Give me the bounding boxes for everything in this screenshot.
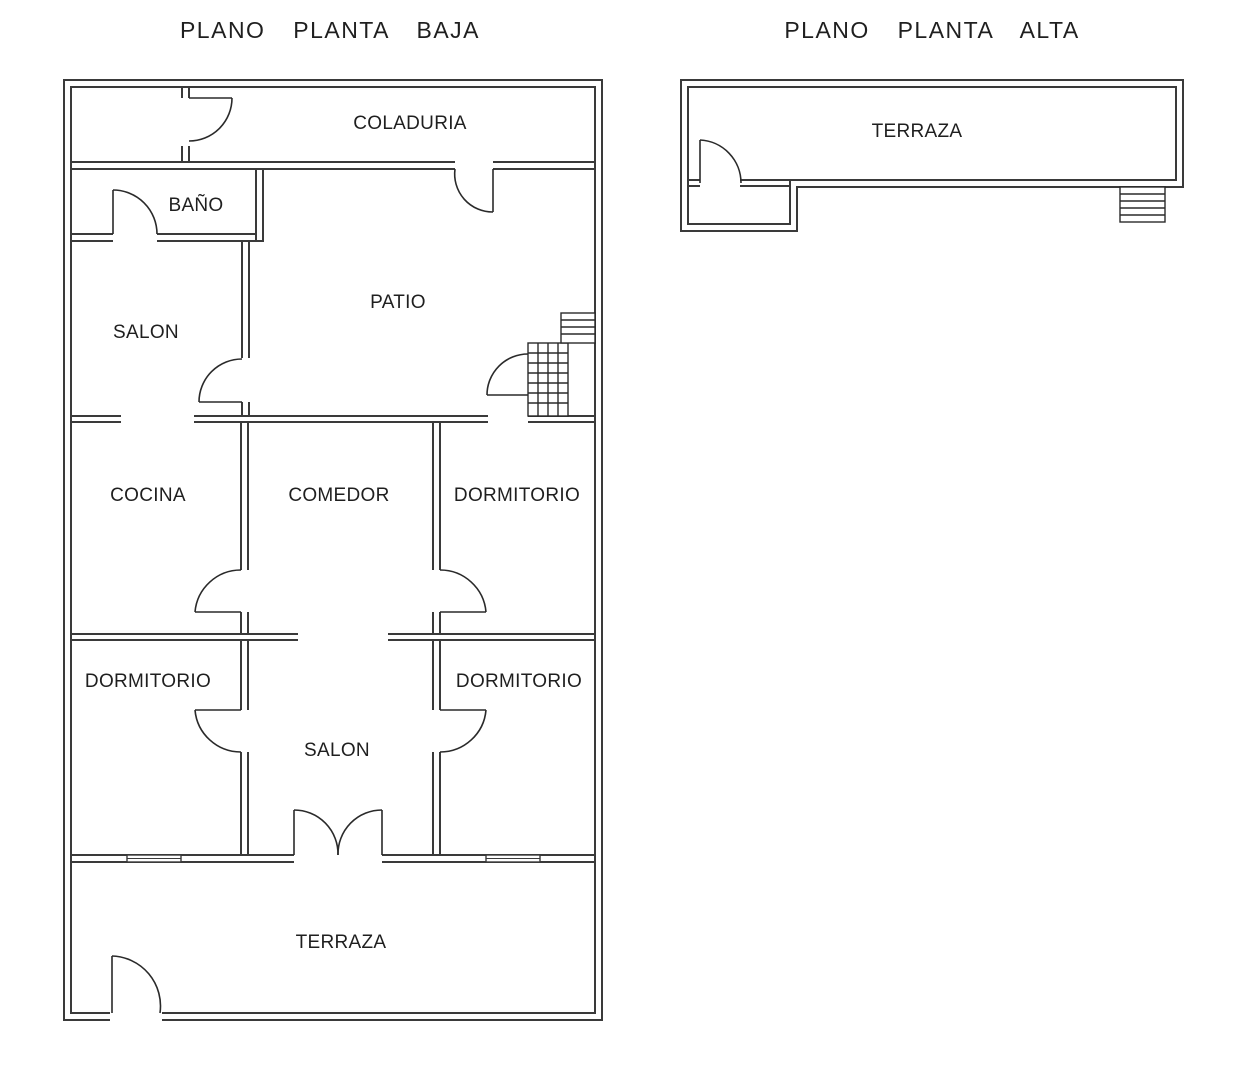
opening-comedor-salon	[298, 632, 388, 642]
label-bedroom-right-bottom: DORMITORIO	[456, 671, 582, 692]
wall-laundry	[70, 161, 596, 170]
upper-floor-plan: TERRAZA	[680, 79, 1184, 232]
door-salon-patio	[198, 358, 243, 403]
opening-laundry-patio	[455, 160, 493, 171]
stairs-patio	[527, 312, 596, 417]
door-entrance	[111, 955, 162, 1014]
upper-opening-stair	[700, 178, 740, 188]
ground-floor-plan: COLADURIA BAÑO PATIO SALON COCINA COMEDO…	[63, 79, 603, 1022]
door-laundry	[453, 168, 494, 213]
opening-kitchen	[239, 570, 250, 612]
opening-salon-kitchen	[121, 414, 194, 424]
upper-door-stairwell	[699, 139, 742, 184]
opening-bathroom	[113, 232, 157, 243]
door-terrace-double	[293, 809, 383, 856]
label-upper-terrace: TERRAZA	[872, 121, 963, 142]
door-kitchen	[194, 569, 242, 613]
door-bathroom	[112, 189, 158, 235]
opening-dormitorio-1	[431, 570, 442, 612]
door-dormitorio-3	[439, 709, 487, 753]
exterior-wall-inner	[70, 86, 596, 1014]
ground-floor-title: PLANO PLANTA BAJA	[180, 17, 480, 43]
label-kitchen: COCINA	[110, 485, 186, 506]
wall-bathroom-right	[255, 168, 264, 242]
label-dining: COMEDOR	[288, 485, 389, 506]
label-living-main: SALON	[304, 740, 370, 761]
label-living-top: SALON	[113, 322, 179, 343]
door-patio-stair	[486, 353, 529, 396]
label-bedroom-right-top: DORMITORIO	[454, 485, 580, 506]
opening-dormitorio-3	[431, 710, 442, 752]
opening-terrace	[294, 853, 382, 864]
door-dormitorio-2	[194, 709, 242, 753]
label-bedroom-left: DORMITORIO	[85, 671, 211, 692]
upper-stairs	[1119, 186, 1166, 223]
opening-dormitorio-2	[239, 710, 250, 752]
upper-exterior-wall-inner	[687, 86, 1177, 225]
wall-row-1	[70, 415, 596, 423]
upper-floor-title: PLANO PLANTA ALTA	[784, 17, 1079, 43]
opening-salon-patio	[240, 358, 251, 402]
label-laundry: COLADURIA	[353, 113, 467, 134]
wall-bathroom-bottom	[70, 233, 264, 242]
opening-patio-stair	[488, 414, 528, 424]
opening-entrance	[110, 1011, 162, 1022]
label-terrace: TERRAZA	[296, 932, 387, 953]
label-bathroom: BAÑO	[168, 194, 223, 216]
door-storage	[188, 97, 233, 142]
door-dormitorio-1	[439, 569, 487, 613]
opening-storage	[180, 98, 191, 146]
label-patio: PATIO	[370, 292, 426, 313]
